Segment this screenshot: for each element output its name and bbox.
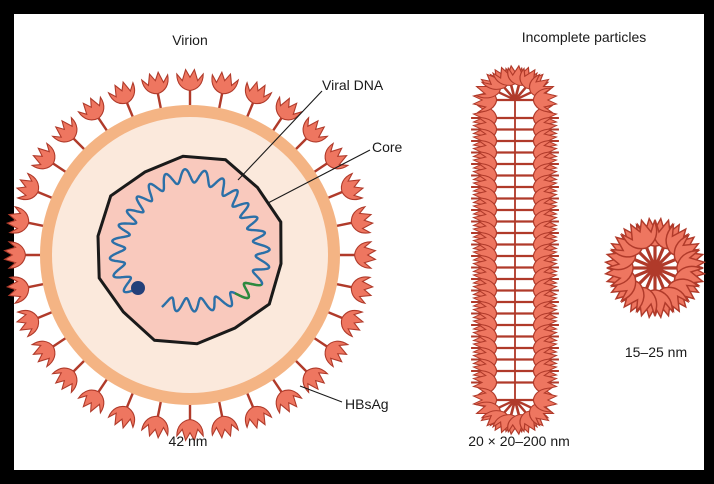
hbsag-spike [206,398,239,440]
hbsag-spike [338,242,375,268]
hbsag-spike [6,271,48,304]
sphere-size-label: 15–25 nm [625,344,687,360]
incomplete-particles-label: Incomplete particles [522,29,647,45]
virion-particle [5,70,376,441]
core-label: Core [372,139,403,155]
filamentous-particle [471,64,559,436]
hbsag-spike [333,271,375,304]
virion-label: Virion [172,32,208,48]
spherical-particle [603,216,707,320]
hbsag-leader [300,386,342,402]
viral-dna-label: Viral DNA [322,77,384,93]
hbsag-spike [206,71,239,113]
hbsag-spike [5,242,42,268]
hbsag-label: HBsAg [345,396,389,412]
filament-size-label: 20 × 20–200 nm [468,433,570,449]
hbsag-spike [6,206,48,239]
sphere-center [652,265,658,271]
hbsag-spike [333,206,375,239]
hbsag-spike [141,71,174,113]
dna-polymerase-dot [131,281,145,295]
virion-size-label: 42 nm [169,433,208,449]
hbsag-spike [177,70,203,107]
